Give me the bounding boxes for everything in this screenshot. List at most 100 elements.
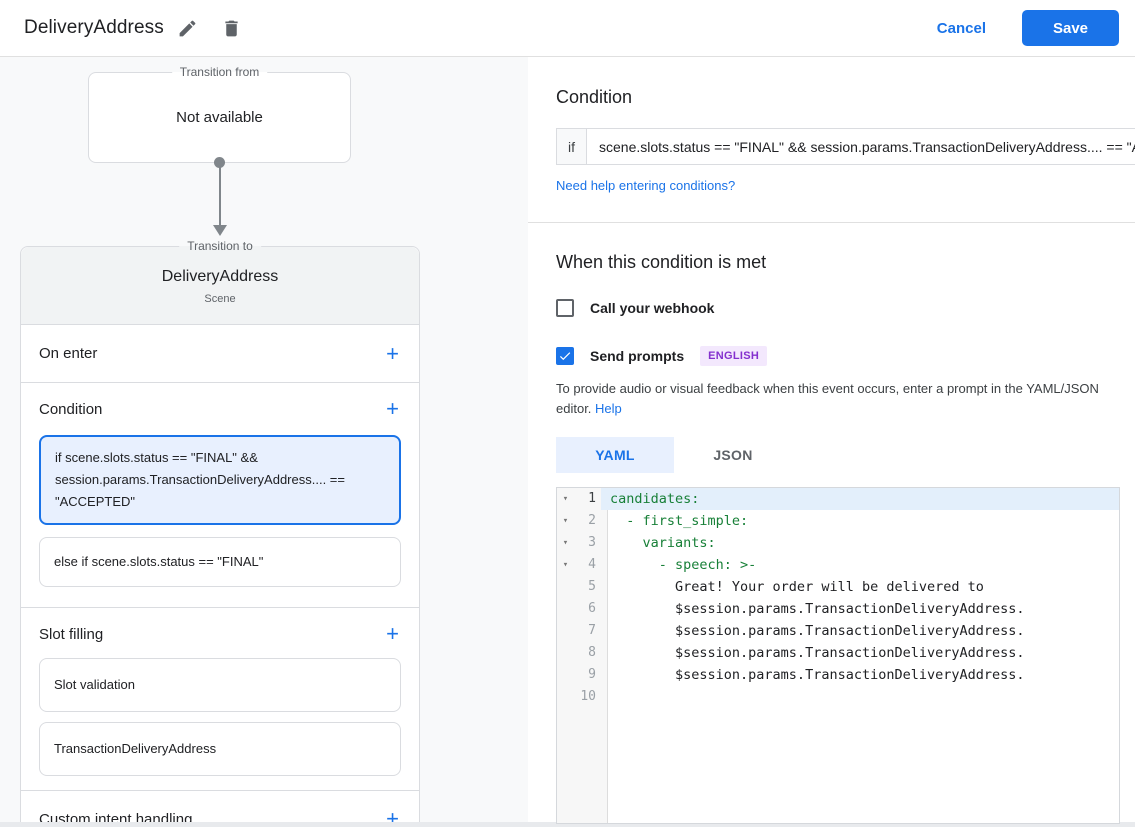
condition-card-selected[interactable]: if scene.slots.status == "FINAL" && sess… [39, 435, 401, 525]
language-badge: ENGLISH [700, 346, 768, 366]
condition-section-label: Condition [39, 400, 103, 418]
code-text [601, 686, 1119, 708]
code-text: - first_simple: [610, 513, 749, 529]
pencil-icon [177, 18, 198, 39]
add-on-enter-button[interactable]: + [386, 340, 399, 366]
custom-intent-section: Custom intent handling + [21, 790, 419, 822]
edit-title-button[interactable] [168, 8, 208, 48]
fold-gutter [557, 642, 574, 664]
slot-card[interactable]: TransactionDeliveryAddress [39, 722, 401, 776]
line-number: 5 [588, 579, 596, 594]
condition-expression-row: if scene.slots.status == "FINAL" && sess… [556, 128, 1135, 165]
slot-card[interactable]: Slot validation [39, 658, 401, 712]
send-prompts-label: Send prompts [590, 348, 685, 364]
code-text: $session.params.TransactionDeliveryAddre… [610, 601, 1025, 617]
condition-help-link[interactable]: Need help entering conditions? [556, 178, 736, 193]
cancel-button[interactable]: Cancel [936, 19, 986, 37]
code-line: 5 Great! Your order will be delivered to [557, 576, 1119, 598]
code-line: ▾ 1 candidates: [557, 488, 1119, 510]
line-number: 9 [588, 667, 596, 682]
call-webhook-label: Call your webhook [590, 300, 715, 316]
trash-icon [221, 18, 242, 39]
call-webhook-checkbox[interactable] [556, 299, 574, 317]
code-line: ▾ 4 - speech: >- [557, 554, 1119, 576]
transition-from-label: Transition from [171, 65, 268, 79]
prompts-help-link[interactable]: Help [595, 400, 622, 416]
send-prompts-checkbox[interactable] [556, 347, 574, 365]
scene-name: DeliveryAddress [161, 268, 279, 285]
line-number: 8 [588, 645, 596, 660]
custom-intent-label: Custom intent handling [39, 810, 193, 823]
fold-arrow-icon[interactable]: ▾ [562, 538, 569, 548]
add-condition-button[interactable]: + [386, 396, 399, 421]
yaml-editor[interactable]: ▾ 1 candidates: ▾ 2 - first_simple: ▾ 3 varian… [556, 487, 1120, 824]
code-line: 10 [557, 686, 1119, 708]
fold-arrow-icon[interactable]: ▾ [562, 516, 569, 526]
code-text: $session.params.TransactionDeliveryAddre… [610, 645, 1025, 661]
scene-flow-panel: Transition from Not available Transition… [0, 57, 528, 822]
line-number: 2 [588, 513, 596, 528]
condition-expression-input[interactable]: scene.slots.status == "FINAL" && session… [587, 128, 1135, 165]
condition-detail-panel: Condition if scene.slots.status == "FINA… [528, 57, 1135, 824]
condition-heading: Condition [556, 87, 633, 107]
fold-gutter [557, 576, 574, 598]
line-number: 1 [588, 491, 596, 506]
connector-line [218, 162, 221, 226]
code-text: Great! Your order will be delivered to [610, 579, 984, 595]
delete-scene-button[interactable] [212, 8, 252, 48]
code-line: ▾ 2 - first_simple: [557, 510, 1119, 532]
code-line: 6 $session.params.TransactionDeliveryAdd… [557, 598, 1119, 620]
slot-filling-label: Slot filling [39, 625, 104, 643]
condition-cards: if scene.slots.status == "FINAL" && sess… [39, 435, 401, 587]
line-number: 3 [588, 535, 596, 550]
transition-from-box: Transition from Not available [88, 65, 351, 163]
code-line: 9 $session.params.TransactionDeliveryAdd… [557, 664, 1119, 686]
transition-to-label: Transition to [179, 239, 261, 253]
bottom-strip [0, 822, 1135, 827]
prompts-description: To provide audio or visual feedback when… [556, 379, 1118, 418]
code-line: 8 $session.params.TransactionDeliveryAdd… [557, 642, 1119, 664]
line-number: 10 [580, 689, 596, 704]
webhook-row: Call your webhook [556, 299, 1135, 317]
condition-section: Condition + if scene.slots.status == "FI… [21, 382, 419, 607]
code-line: ▾ 3 variants: [557, 532, 1119, 554]
code-text: - speech: >- [610, 557, 757, 573]
code-text: $session.params.TransactionDeliveryAddre… [610, 623, 1025, 639]
fold-gutter [557, 598, 574, 620]
code-text: candidates: [601, 488, 1119, 510]
scene-type-label: Scene [204, 293, 236, 305]
send-prompts-row: Send prompts ENGLISH [556, 346, 1135, 366]
save-button[interactable]: Save [1022, 10, 1119, 46]
code-text: $session.params.TransactionDeliveryAddre… [610, 667, 1025, 683]
if-label: if [556, 128, 587, 165]
editor-tabs: YAML JSON [556, 437, 1135, 473]
add-custom-intent-button[interactable]: + [384, 808, 401, 823]
line-number: 4 [588, 557, 596, 572]
line-number: 7 [588, 623, 596, 638]
main-content: Transition from Not available Transition… [0, 57, 1135, 824]
connector-arrowhead-icon [212, 225, 227, 236]
prompts-description-text: To provide audio or visual feedback when… [556, 381, 1099, 416]
transition-from-value: Not available [176, 109, 263, 126]
fold-arrow-icon[interactable]: ▾ [562, 560, 569, 570]
line-number: 6 [588, 601, 596, 616]
fold-arrow-icon[interactable]: ▾ [562, 494, 569, 504]
condition-met-heading: When this condition is met [556, 252, 767, 272]
tab-yaml[interactable]: YAML [556, 437, 674, 473]
add-slot-button[interactable]: + [386, 621, 399, 646]
checkmark-icon [558, 349, 572, 363]
code-line: 7 $session.params.TransactionDeliveryAdd… [557, 620, 1119, 642]
tab-json[interactable]: JSON [713, 447, 753, 463]
page-title: DeliveryAddress [24, 17, 164, 38]
app-header: DeliveryAddress Cancel Save [0, 0, 1135, 57]
fold-gutter [557, 620, 574, 642]
code-text: variants: [610, 535, 716, 551]
fold-gutter [557, 686, 574, 708]
fold-gutter [557, 664, 574, 686]
condition-card[interactable]: else if scene.slots.status == "FINAL" [39, 537, 401, 587]
on-enter-label: On enter [39, 345, 98, 362]
scene-card-header: DeliveryAddress Scene [21, 247, 419, 324]
section-divider [528, 222, 1135, 223]
